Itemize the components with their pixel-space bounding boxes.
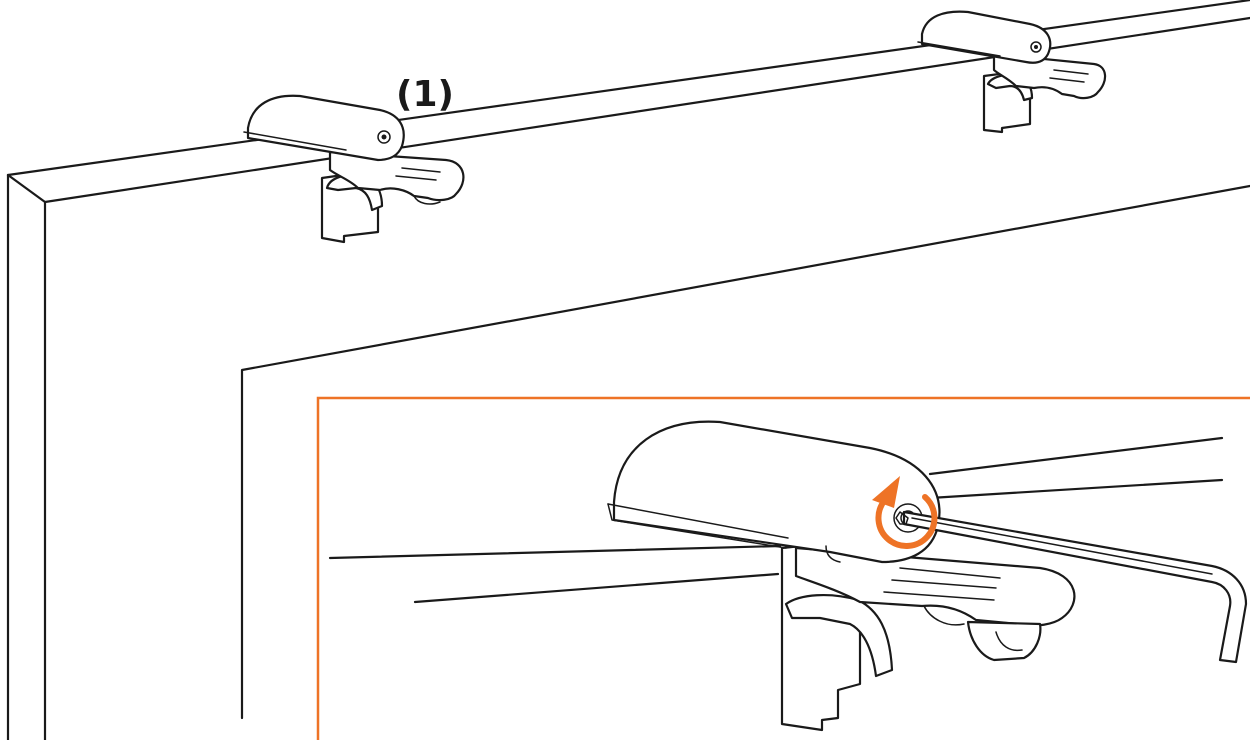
inset-border [316,396,1250,740]
frame-inner-edge [240,184,1250,720]
bracket-left [243,94,465,244]
callout-label: (1) [396,74,454,115]
frame-outer-edge [6,0,1250,740]
clockwise-rotate-arrow-icon [872,476,938,549]
bracket-right [917,10,1107,134]
hex-key-icon [895,510,1248,664]
detail-inset [316,396,1250,740]
